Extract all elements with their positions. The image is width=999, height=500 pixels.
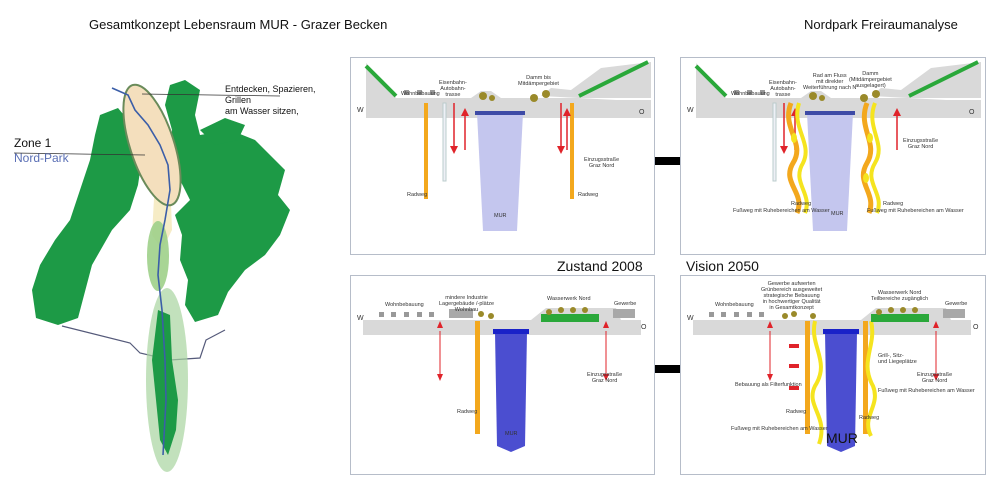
zone2-ellipse (147, 221, 169, 291)
panel-zustand-nordpark: W O Wohnbebauung Eisenbahn-Autobahn-tras… (350, 57, 655, 255)
forest-areas (32, 80, 290, 325)
city-boundary (61, 325, 226, 361)
zone1-ellipse (122, 83, 182, 207)
label-vision-2050: Vision 2050 (686, 258, 759, 274)
river-label-mur: MUR (826, 430, 858, 446)
right-title: Nordpark Freiraumanalyse (804, 17, 958, 32)
zone-annotation: Entdecken, Spazieren, Grillen am Wasser … (225, 84, 316, 116)
zone-name: Nord-Park (14, 151, 69, 165)
river-mur (111, 87, 171, 456)
panel-vision-nordpark: W O Wohnbebauung Eisenbahn-Autobahn-tras… (680, 57, 986, 255)
zone-title: Zone 1 (14, 136, 52, 150)
label-zustand-2008: Zustand 2008 (557, 258, 643, 274)
main-title: Gesamtkonzept Lebensraum MUR - Grazer Be… (89, 17, 388, 32)
zone-map: Zone 1 Nord-Park Entdecken, Spazieren, G… (0, 60, 340, 500)
